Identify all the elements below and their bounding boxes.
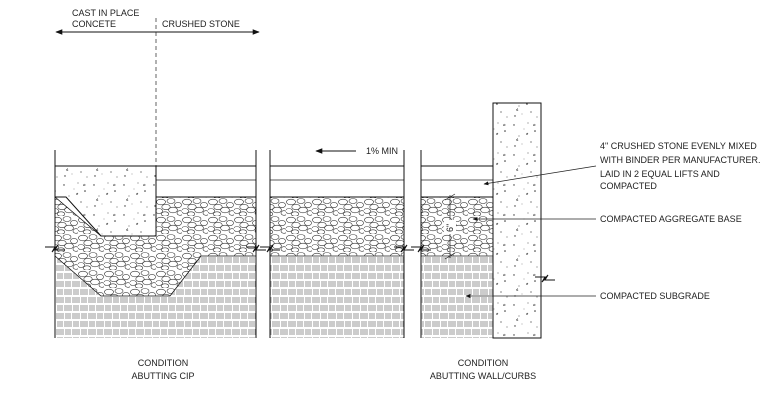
subgrade-layer	[270, 256, 404, 338]
aggregate-base-layer	[270, 197, 404, 256]
crushed-stone-surface	[156, 166, 256, 197]
cip-label-line2: CONCETE	[72, 19, 116, 29]
aggregate-base-label: COMPACTED AGGREGATE BASE	[600, 214, 742, 224]
crushed-stone-label: CRUSHED STONE	[162, 19, 240, 29]
note-line3: LAID IN 2 EQUAL LIFTS AND	[600, 169, 720, 179]
depth-label: 6"	[445, 224, 455, 232]
section-middle	[260, 150, 414, 338]
condition-2-line1: CONDITION	[458, 358, 509, 368]
cip-label-line1: CAST IN PLACE	[72, 8, 139, 18]
section-abutting-cip	[45, 150, 266, 338]
condition-1-line1: CONDITION	[138, 358, 189, 368]
layer-notes: 4" CRUSHED STONE EVENLY MIXED WITH BINDE…	[465, 141, 760, 301]
slope-indicator: 1% MIN	[315, 146, 398, 156]
depth-dimension: 6"	[444, 193, 456, 260]
subgrade-label: COMPACTED SUBGRADE	[600, 291, 710, 301]
section-abutting-wall: 6"	[411, 102, 555, 339]
top-callouts: CAST IN PLACE CONCETE CRUSHED STONE	[55, 8, 260, 166]
condition-1-line2: ABUTTING CIP	[131, 371, 194, 381]
condition-2-line2: ABUTTING WALL/CURBS	[430, 371, 536, 381]
subgrade-layer	[421, 256, 493, 338]
note-line2: WITH BINDER PER MANUFACTURER.	[600, 155, 760, 165]
note-line4: COMPACTED	[600, 181, 657, 191]
note-line1: 4" CRUSHED STONE EVENLY MIXED	[600, 141, 757, 151]
slope-label: 1% MIN	[366, 146, 398, 156]
concrete-wall	[492, 102, 542, 339]
aggregate-base-layer	[421, 197, 493, 256]
condition-captions: CONDITION ABUTTING CIP CONDITION ABUTTIN…	[131, 358, 536, 381]
